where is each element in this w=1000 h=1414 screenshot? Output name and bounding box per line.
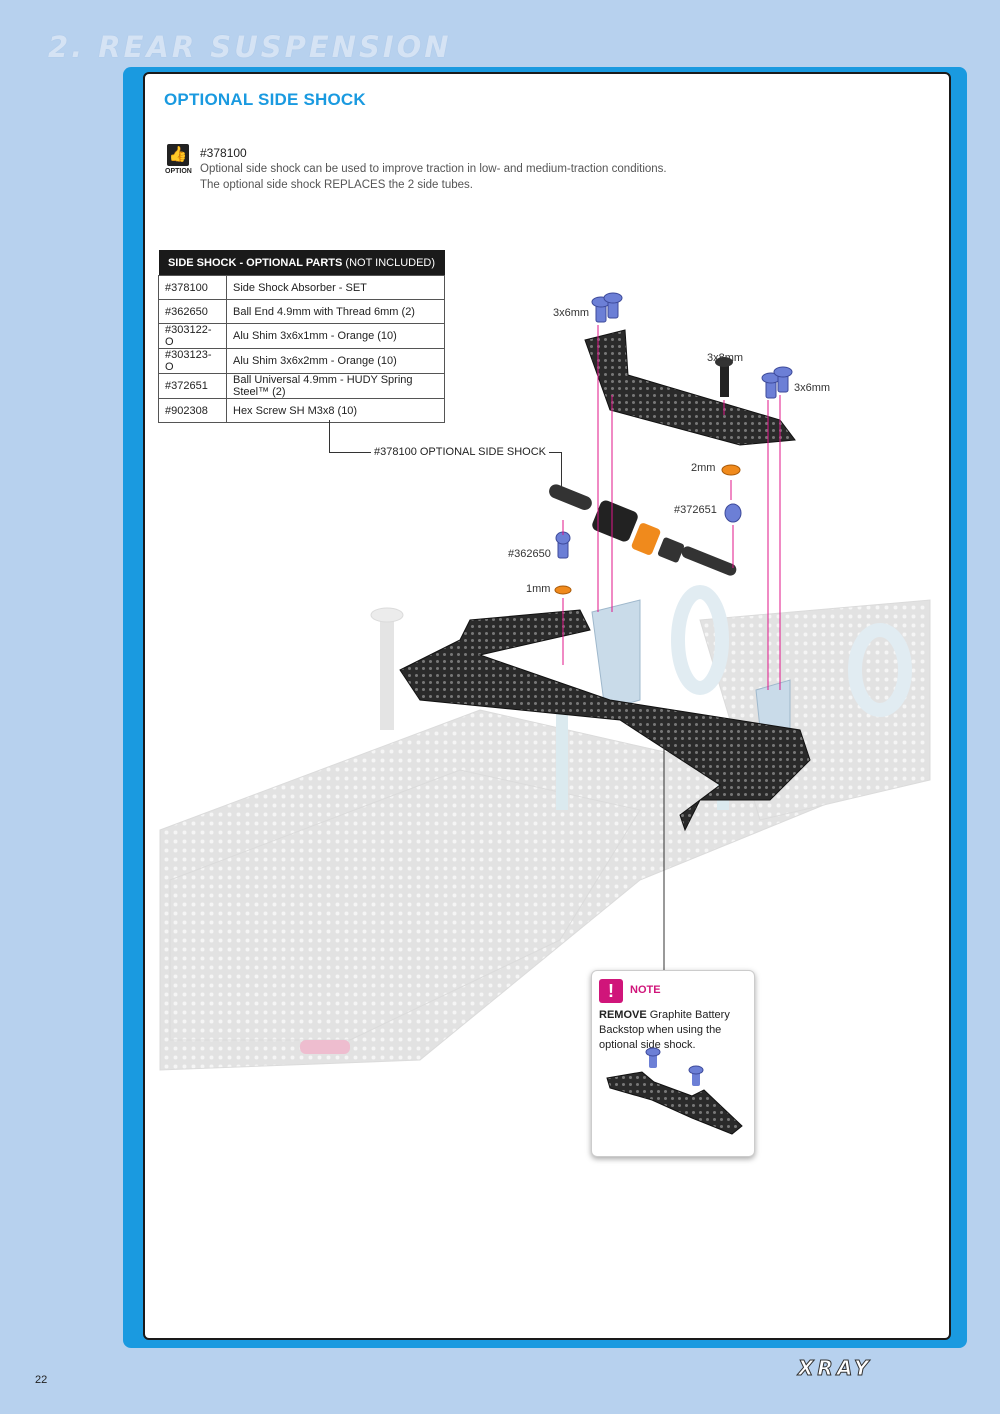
label-screw-3x8: 3x8mm bbox=[707, 352, 744, 364]
label-ball-362650: #362650 bbox=[508, 548, 551, 560]
table-leader-vertical bbox=[329, 420, 330, 453]
note-body: Graphite Battery Backstop when using the… bbox=[599, 1009, 730, 1051]
part-desc: Side Shock Absorber - SET bbox=[226, 275, 445, 300]
part-desc: Alu Shim 3x6x2mm - Orange (10) bbox=[226, 348, 445, 374]
parts-table-header: SIDE SHOCK - OPTIONAL PARTS (NOT INCLUDE… bbox=[158, 250, 445, 276]
label-shim-2mm: 2mm bbox=[691, 462, 716, 474]
chassis-plate bbox=[159, 585, 931, 1071]
part-code: #303122-O bbox=[158, 323, 227, 349]
part-desc: Ball Universal 4.9mm - HUDY Spring Steel… bbox=[226, 373, 445, 399]
option-badge-label: OPTION bbox=[165, 168, 192, 175]
exclamation-icon: ! bbox=[599, 979, 623, 1003]
label-ball-372651: #372651 bbox=[674, 504, 717, 516]
section-title: 2. REAR SUSPENSION bbox=[48, 30, 452, 64]
shock-leader-vertical bbox=[561, 452, 562, 492]
battery-backstop-drawing bbox=[606, 1047, 743, 1135]
assembly-drawing bbox=[159, 292, 931, 1071]
option-line-2: The optional side shock REPLACES the 2 s… bbox=[200, 179, 473, 191]
graphite-upper-plate bbox=[584, 329, 796, 446]
brand-logo: XRAY bbox=[798, 1356, 873, 1381]
part-code: #902308 bbox=[158, 398, 227, 423]
page-heading: OPTIONAL SIDE SHOCK bbox=[164, 90, 366, 109]
page-number: 22 bbox=[35, 1374, 48, 1386]
part-code: #378100 bbox=[158, 275, 227, 300]
shock-callout: #378100 OPTIONAL SIDE SHOCK bbox=[371, 446, 549, 458]
parts-table: SIDE SHOCK - OPTIONAL PARTS (NOT INCLUDE… bbox=[158, 250, 445, 423]
label-shim-1mm: 1mm bbox=[526, 583, 551, 595]
black-screw bbox=[715, 357, 733, 397]
orange-shim-1mm bbox=[554, 585, 572, 595]
label-screw-3x6-left: 3x6mm bbox=[553, 307, 590, 319]
label-screw-3x6-right: 3x6mm bbox=[794, 382, 831, 394]
hardware bbox=[555, 292, 793, 559]
graphite-lower-brace bbox=[399, 609, 811, 832]
note-bold: REMOVE bbox=[599, 1009, 647, 1021]
orange-shim-2mm bbox=[721, 464, 741, 476]
assembly-guide-lines bbox=[562, 325, 781, 690]
note-title: NOTE bbox=[630, 984, 661, 996]
option-description: #378100 Optional side shock can be used … bbox=[200, 145, 667, 193]
thumbs-up-icon: 👍 bbox=[167, 144, 189, 166]
option-code: #378100 bbox=[200, 146, 247, 160]
side-shock-absorber bbox=[549, 484, 737, 576]
note-text: REMOVE Graphite Battery Backstop when us… bbox=[599, 1008, 753, 1053]
option-line-1: Optional side shock can be used to impro… bbox=[200, 163, 667, 175]
note-box: ! NOTE REMOVE Graphite Battery Backstop … bbox=[591, 970, 755, 1157]
parts-header-note: (NOT INCLUDED) bbox=[342, 256, 436, 269]
parts-header-bold: SIDE SHOCK - OPTIONAL PARTS bbox=[167, 256, 343, 269]
option-badge: 👍 OPTION bbox=[165, 144, 193, 178]
part-desc: Hex Screw SH M3x8 (10) bbox=[226, 398, 445, 423]
